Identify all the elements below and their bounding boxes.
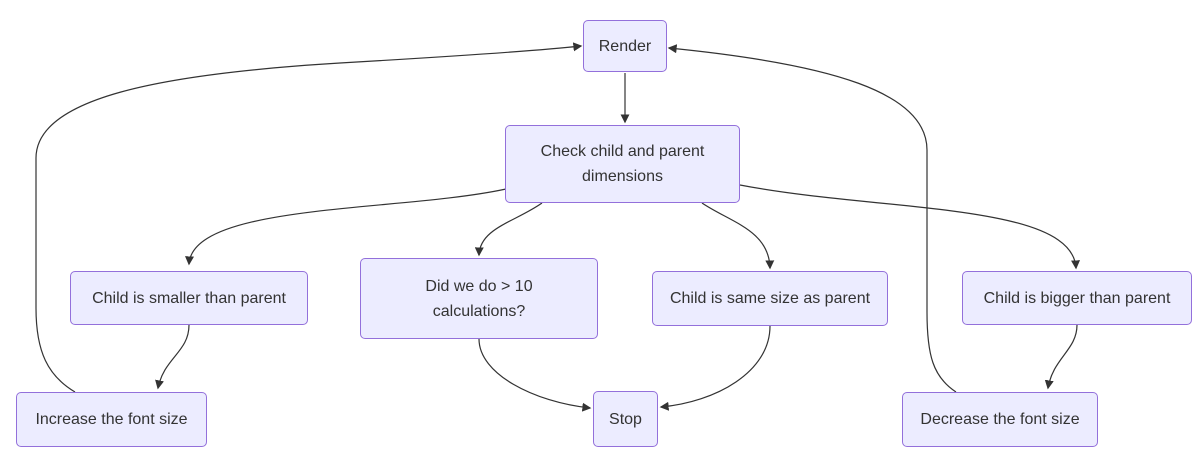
node-decrease-font-size-label: Decrease the font size	[920, 411, 1080, 428]
node-render: Render	[583, 20, 667, 72]
node-child-smaller: Child is smaller than parent	[70, 271, 308, 325]
node-child-bigger: Child is bigger than parent	[962, 271, 1192, 325]
edge-bigger-to-decrease	[1044, 324, 1078, 390]
node-render-label: Render	[598, 37, 652, 55]
node-stop: Stop	[593, 391, 658, 447]
node-calculations-check: Did we do > 10 calculations?	[360, 258, 598, 339]
node-child-bigger-label: Child is bigger than parent	[983, 289, 1171, 307]
node-check-dimensions: Check child and parent dimensions	[505, 125, 740, 203]
node-increase-font-size-label: Increase the font size	[35, 411, 188, 428]
node-child-same-size: Child is same size as parent	[652, 271, 888, 326]
node-child-same-size-label: Child is same size as parent	[669, 290, 871, 307]
node-child-smaller-label: Child is smaller than parent	[92, 289, 286, 307]
node-check-dimensions-label: Check child and parent dimensions	[540, 143, 705, 185]
edge-increase-to-render	[35, 42, 583, 393]
edge-check-to-smaller	[185, 188, 507, 266]
edge-same-to-stop	[659, 325, 771, 411]
node-increase-font-size: Increase the font size	[16, 392, 207, 447]
edge-calculations-to-stop	[478, 338, 592, 412]
node-decrease-font-size: Decrease the font size	[902, 392, 1098, 447]
edge-check-to-bigger	[739, 184, 1081, 270]
node-calculations-check-label: Did we do > 10 calculations?	[425, 277, 533, 320]
edge-decrease-to-render	[667, 44, 957, 393]
edge-smaller-to-increase	[155, 324, 190, 390]
edge-check-to-calculations	[474, 202, 543, 257]
edge-check-to-same	[701, 202, 775, 270]
node-stop-label: Stop	[609, 410, 642, 428]
